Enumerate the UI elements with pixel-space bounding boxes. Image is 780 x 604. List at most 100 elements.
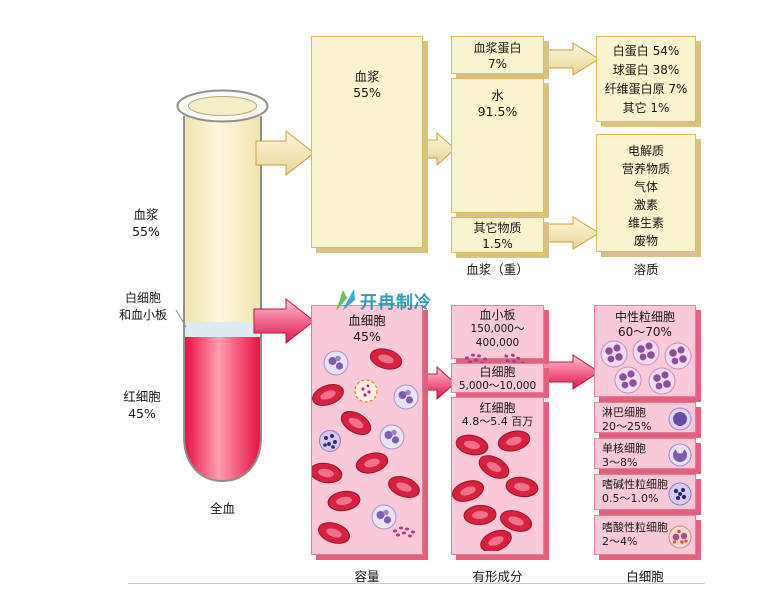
rbc-cell-icon [385, 472, 422, 502]
rbc-cell-icon [495, 429, 533, 455]
basophil-name: 嗜碱性粒细胞 [602, 478, 668, 491]
plasma-protein-pct: 7% [487, 57, 508, 71]
arrow-tube-to-plasma [255, 129, 315, 177]
monocyte-name: 单核细胞 [602, 442, 646, 455]
solute-wastes: 废物 [633, 234, 658, 248]
baseline-rule [128, 583, 705, 584]
rbc-cell-icon [353, 449, 391, 477]
plasma-other-title: 其它物质 [473, 221, 522, 235]
plasma-protein-detail-box: 白蛋白 54% 球蛋白 38% 纤维蛋白原 7% 其它 1% [596, 36, 696, 122]
tube-label-plasma-name: 血浆 [133, 207, 159, 222]
rbc-title: 红细胞 [479, 401, 516, 415]
tube-caption-whole-blood: 全血 [209, 501, 235, 516]
plasma-main-box: 血浆 55% [311, 36, 423, 248]
plasma-protein-box: 血浆蛋白 7% [451, 36, 544, 74]
caption-plasma-weight: 血浆（重） [466, 262, 529, 277]
plasma-water-title: 水 [491, 88, 504, 103]
rbc-cell-icon [315, 518, 353, 548]
protein-detail-globulin: 球蛋白 38% [612, 63, 680, 77]
tube-label-plasma: 血浆 55% [118, 206, 174, 240]
tube-outline [183, 116, 262, 483]
rbc-illustration [452, 429, 540, 551]
reticulocyte-cell-icon [354, 379, 378, 403]
wbc-count: 5,000～10,000 [458, 380, 537, 392]
solute-hormones: 激素 [633, 198, 658, 212]
buffy-pointer-line [175, 309, 187, 328]
rbc-cell-icon [504, 474, 540, 500]
tube-label-rbc-name: 红细胞 [123, 389, 161, 404]
cells-main-title: 血细胞 [348, 313, 386, 328]
plasma-main-title: 血浆 [354, 69, 380, 84]
monocyte-pct: 3～8% [602, 456, 638, 469]
lymphocyte-illustration [668, 407, 692, 431]
platelet-title: 血小板 [479, 308, 516, 322]
plasma-other-box: 其它物质 1.5% [451, 217, 544, 253]
tube-plasma-layer [184, 116, 261, 322]
caption-volume: 容量 [354, 569, 380, 584]
rbc-cell-icon [367, 345, 405, 373]
neutrophil-name: 中性粒细胞 [614, 310, 675, 324]
arrow-cells-to-counts [421, 365, 456, 401]
wbc-cell-icon [393, 384, 419, 410]
protein-detail-other: 其它 1% [622, 101, 670, 115]
platelet-count-box: 血小板 150,000～400,000 [451, 305, 544, 369]
solutes-box: 电解质 营养物质 气体 激素 维生素 废物 [596, 134, 696, 252]
rbc-cell-icon [312, 460, 344, 486]
basophil-cell-icon [668, 482, 692, 506]
wbc-type-monocyte-box: 单核细胞 3～8% [594, 438, 696, 469]
wbc-title: 白细胞 [479, 365, 516, 379]
arrow-protein-to-detail [542, 42, 600, 76]
caption-white-cells: 白细胞 [626, 569, 664, 584]
rbc-cell-icon [312, 380, 347, 410]
wbc-count-box: 白细胞 5,000～10,000 [451, 363, 544, 393]
plasma-water-box: 水 91.5% [451, 78, 544, 213]
plasma-water-pct: 91.5% [477, 104, 518, 119]
wbc-type-lymphocyte-box: 淋巴细胞 20～25% [594, 402, 696, 433]
wbc-type-neutrophil-box: 中性粒细胞 60～70% [594, 305, 696, 397]
tube-buffy-layer [184, 322, 261, 337]
eosinophil-pct: 2～4% [602, 535, 638, 548]
lymphocyte-pct: 20～25% [602, 420, 652, 433]
watermark-text: 开冉制冷 [360, 292, 432, 313]
tube-rim-inner [188, 96, 257, 116]
tube-label-buffy: 白细胞 和血小板 [110, 290, 176, 324]
rbc-count: 4.8～5.4 百万 [461, 415, 534, 428]
plasma-other-pct: 1.5% [482, 237, 513, 251]
arrow-tube-to-cells [253, 297, 315, 345]
rbc-cell-icon [462, 503, 498, 527]
tube-label-rbc: 红细胞 45% [112, 388, 172, 422]
protein-detail-fibrinogen: 纤维蛋白原 7% [604, 82, 688, 96]
neutrophil-cell-icon [664, 342, 692, 370]
flow-arrows [253, 42, 600, 401]
tube-label-buffy-line2: 和血小板 [118, 308, 167, 322]
basophil-pct: 0.5～1.0% [602, 492, 659, 505]
neutrophil-cell-icon [632, 340, 660, 366]
arrow-other-to-solutes [542, 216, 600, 250]
rbc-cell-icon [336, 406, 376, 440]
solute-nutrients: 营养物质 [621, 162, 670, 176]
neutrophil-cell-icon [648, 367, 676, 395]
test-tube [175, 89, 269, 483]
plasma-main-pct: 55% [353, 85, 381, 100]
monocyte-illustration [668, 443, 692, 467]
arrow-plasma-to-components [421, 131, 456, 167]
solute-vitamins: 维生素 [627, 216, 664, 230]
neutrophil-cell-icon [614, 366, 642, 394]
tube-label-rbc-pct: 45% [128, 406, 156, 421]
rbc-cell-icon [452, 476, 487, 506]
rbc-cell-icon [474, 450, 514, 484]
eosinophil-cell-icon [668, 525, 692, 549]
wbc-cell-icon [371, 504, 397, 530]
rbc-cell-icon [326, 488, 362, 514]
neutrophil-pct: 60～70% [618, 325, 672, 339]
watermark-logo-icon [336, 289, 355, 311]
eosinophil-name: 嗜酸性粒细胞 [602, 521, 668, 534]
neutrophil-illustration [600, 340, 692, 395]
tube-rbc-layer [184, 337, 261, 481]
wbc-cell-icon [379, 424, 405, 450]
neutrophil-cell-icon [600, 340, 628, 368]
basophil-illustration [668, 482, 692, 506]
wbc-type-basophil-box: 嗜碱性粒细胞 0.5～1.0% [594, 474, 696, 510]
